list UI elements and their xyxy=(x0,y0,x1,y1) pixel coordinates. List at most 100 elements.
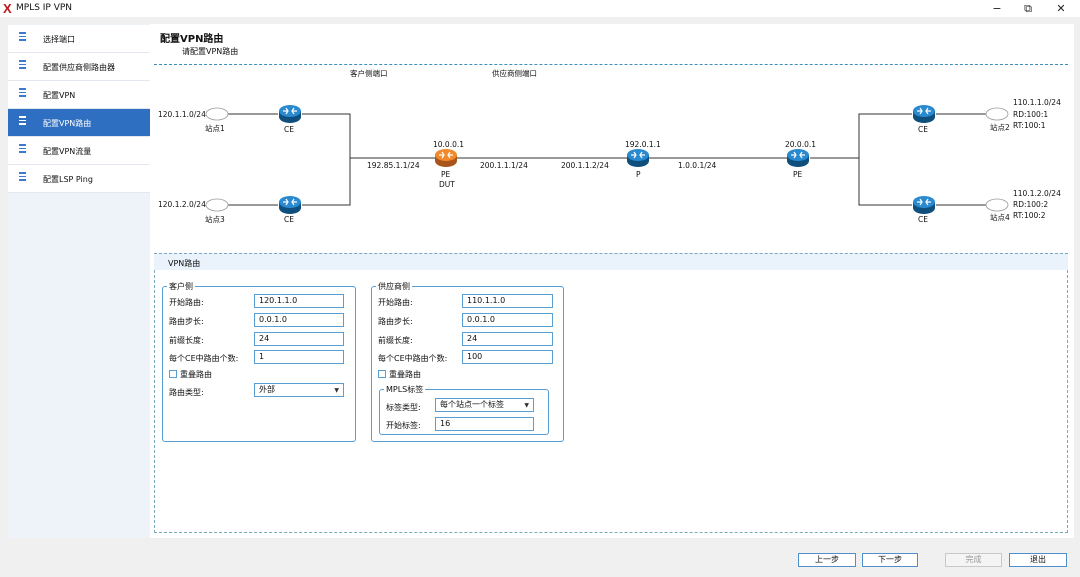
provider-prefix-label: 前缀长度: xyxy=(378,336,413,345)
site-network: 110.1.2.0/24 xyxy=(1013,189,1061,198)
start-label-input[interactable]: 16 xyxy=(435,417,534,431)
site-rt: RT:100:1 xyxy=(1013,121,1046,130)
links xyxy=(228,113,986,206)
next-button[interactable]: 下一步 xyxy=(862,553,918,567)
provider-overlap-checkbox[interactable] xyxy=(378,370,386,378)
link-label: 1.0.0.1/24 xyxy=(678,161,717,170)
router-icon xyxy=(278,195,302,215)
router-icon xyxy=(912,195,936,215)
vpn-routes-group-title: VPN路由 xyxy=(168,259,201,268)
pe-role: PE xyxy=(793,170,803,179)
cloud-icon xyxy=(205,198,229,212)
page-subtitle: 请配置VPN路由 xyxy=(182,47,239,56)
window-title: MPLS IP VPN xyxy=(16,3,73,13)
pe-ip: 20.0.0.1 xyxy=(785,140,816,149)
cloud-icon xyxy=(985,198,1009,212)
sidebar-item-vpn-routes[interactable]: 配置VPN路由 xyxy=(8,109,150,137)
customer-side-title: 客户侧 xyxy=(169,282,193,291)
dut-router-icon xyxy=(434,148,458,168)
router-icon xyxy=(626,148,650,168)
customer-route-type-select[interactable]: 外部 ▼ xyxy=(254,383,344,397)
customer-start-route-label: 开始路由: xyxy=(169,298,204,307)
title-bar: X MPLS IP VPN − ⧉ ✕ xyxy=(0,0,1080,17)
sidebar-item-label: 选择端口 xyxy=(43,35,75,44)
customer-count-input[interactable]: 1 xyxy=(254,350,344,364)
minimize-button[interactable]: − xyxy=(992,2,1002,15)
list-icon xyxy=(19,88,26,99)
customer-port-label: 客户侧端口 xyxy=(350,68,388,78)
cloud-icon xyxy=(205,107,229,121)
site-network: 120.1.1.0/24 xyxy=(158,110,206,119)
page-title: 配置VPN路由 xyxy=(160,34,224,45)
provider-start-route-label: 开始路由: xyxy=(378,298,413,307)
router-icon xyxy=(912,104,936,124)
sidebar-item-vpn[interactable]: 配置VPN xyxy=(8,81,150,109)
header-divider xyxy=(154,64,1068,65)
sidebar-item-vpn-traffic[interactable]: 配置VPN流量 xyxy=(8,137,150,165)
close-button[interactable]: ✕ xyxy=(1056,2,1066,15)
provider-count-input[interactable]: 100 xyxy=(462,350,553,364)
p-role: P xyxy=(636,170,641,179)
customer-overlap-label: 重叠路由 xyxy=(180,370,212,379)
chevron-down-icon: ▼ xyxy=(524,402,529,409)
customer-route-type-value: 外部 xyxy=(259,385,275,394)
list-icon xyxy=(19,32,26,43)
list-icon xyxy=(19,116,26,127)
router-icon xyxy=(278,104,302,124)
mpls-label-title: MPLS标签 xyxy=(386,385,424,394)
exit-button[interactable]: 退出 xyxy=(1009,553,1067,567)
dut-ip: 10.0.0.1 xyxy=(433,140,464,149)
label-type-select[interactable]: 每个站点一个标签 ▼ xyxy=(435,398,534,412)
restore-button[interactable]: ⧉ xyxy=(1024,2,1032,15)
provider-count-label: 每个CE中路由个数: xyxy=(378,354,448,363)
provider-step-input[interactable]: 0.0.1.0 xyxy=(462,313,553,327)
list-icon xyxy=(19,60,26,71)
sidebar-item-lsp-ping[interactable]: 配置LSP Ping xyxy=(8,165,150,193)
customer-start-route-input[interactable]: 120.1.1.0 xyxy=(254,294,344,308)
router-label: CE xyxy=(284,125,294,134)
site-name: 站点4 xyxy=(990,212,1010,222)
sidebar-item-label: 配置VPN路由 xyxy=(43,119,92,128)
dut-tag: DUT xyxy=(439,180,455,189)
sidebar-item-select-ports[interactable]: 选择端口 xyxy=(8,25,150,53)
app-logo-icon: X xyxy=(3,1,12,16)
finish-button[interactable]: 完成 xyxy=(945,553,1002,567)
link-label: 200.1.1.2/24 xyxy=(561,161,609,170)
sidebar-item-provider-router[interactable]: 配置供应商侧路由器 xyxy=(8,53,150,81)
chevron-down-icon: ▼ xyxy=(334,387,339,394)
provider-side-panel: 供应商侧 xyxy=(371,281,564,442)
site-name: 站点2 xyxy=(990,122,1010,132)
topology-diagram: 客户侧端口 供应商侧端口 120.1.1.0/24 站点1 120.1.2.0/… xyxy=(158,68,1061,224)
router-label: CE xyxy=(918,125,928,134)
customer-side-panel: 客户侧 xyxy=(162,281,356,442)
site-network: 120.1.2.0/24 xyxy=(158,200,206,209)
customer-prefix-input[interactable]: 24 xyxy=(254,332,344,346)
customer-prefix-label: 前缀长度: xyxy=(169,336,204,345)
customer-type-label: 路由类型: xyxy=(169,388,204,397)
link-label: 192.85.1.1/24 xyxy=(367,161,420,170)
prev-button[interactable]: 上一步 xyxy=(798,553,856,567)
provider-start-route-input[interactable]: 110.1.1.0 xyxy=(462,294,553,308)
label-type-value: 每个站点一个标签 xyxy=(440,400,504,409)
router-label: CE xyxy=(918,215,928,224)
mpls-label-panel: MPLS标签 xyxy=(379,384,549,435)
provider-step-label: 路由步长: xyxy=(378,317,413,326)
site-rd: RD:100:2 xyxy=(1013,200,1048,209)
sidebar-item-label: 配置VPN xyxy=(43,91,76,100)
provider-prefix-input[interactable]: 24 xyxy=(462,332,553,346)
provider-side-title: 供应商侧 xyxy=(378,282,410,291)
site-name: 站点3 xyxy=(205,214,225,224)
sidebar-item-label: 配置供应商侧路由器 xyxy=(43,63,115,72)
customer-step-label: 路由步长: xyxy=(169,317,204,326)
list-icon xyxy=(19,144,26,155)
router-label: CE xyxy=(284,215,294,224)
dut-role: PE xyxy=(441,170,451,179)
provider-overlap-label: 重叠路由 xyxy=(389,370,421,379)
site-rd: RD:100:1 xyxy=(1013,110,1048,119)
p-ip: 192.0.1.1 xyxy=(625,140,661,149)
label-type-label: 标签类型: xyxy=(386,403,421,412)
sidebar: 选择端口 配置供应商侧路由器 配置VPN 配置VPN路由 配置VPN流量 配置L… xyxy=(8,24,150,538)
customer-step-input[interactable]: 0.0.1.0 xyxy=(254,313,344,327)
site-name: 站点1 xyxy=(205,123,225,133)
customer-overlap-checkbox[interactable] xyxy=(169,370,177,378)
